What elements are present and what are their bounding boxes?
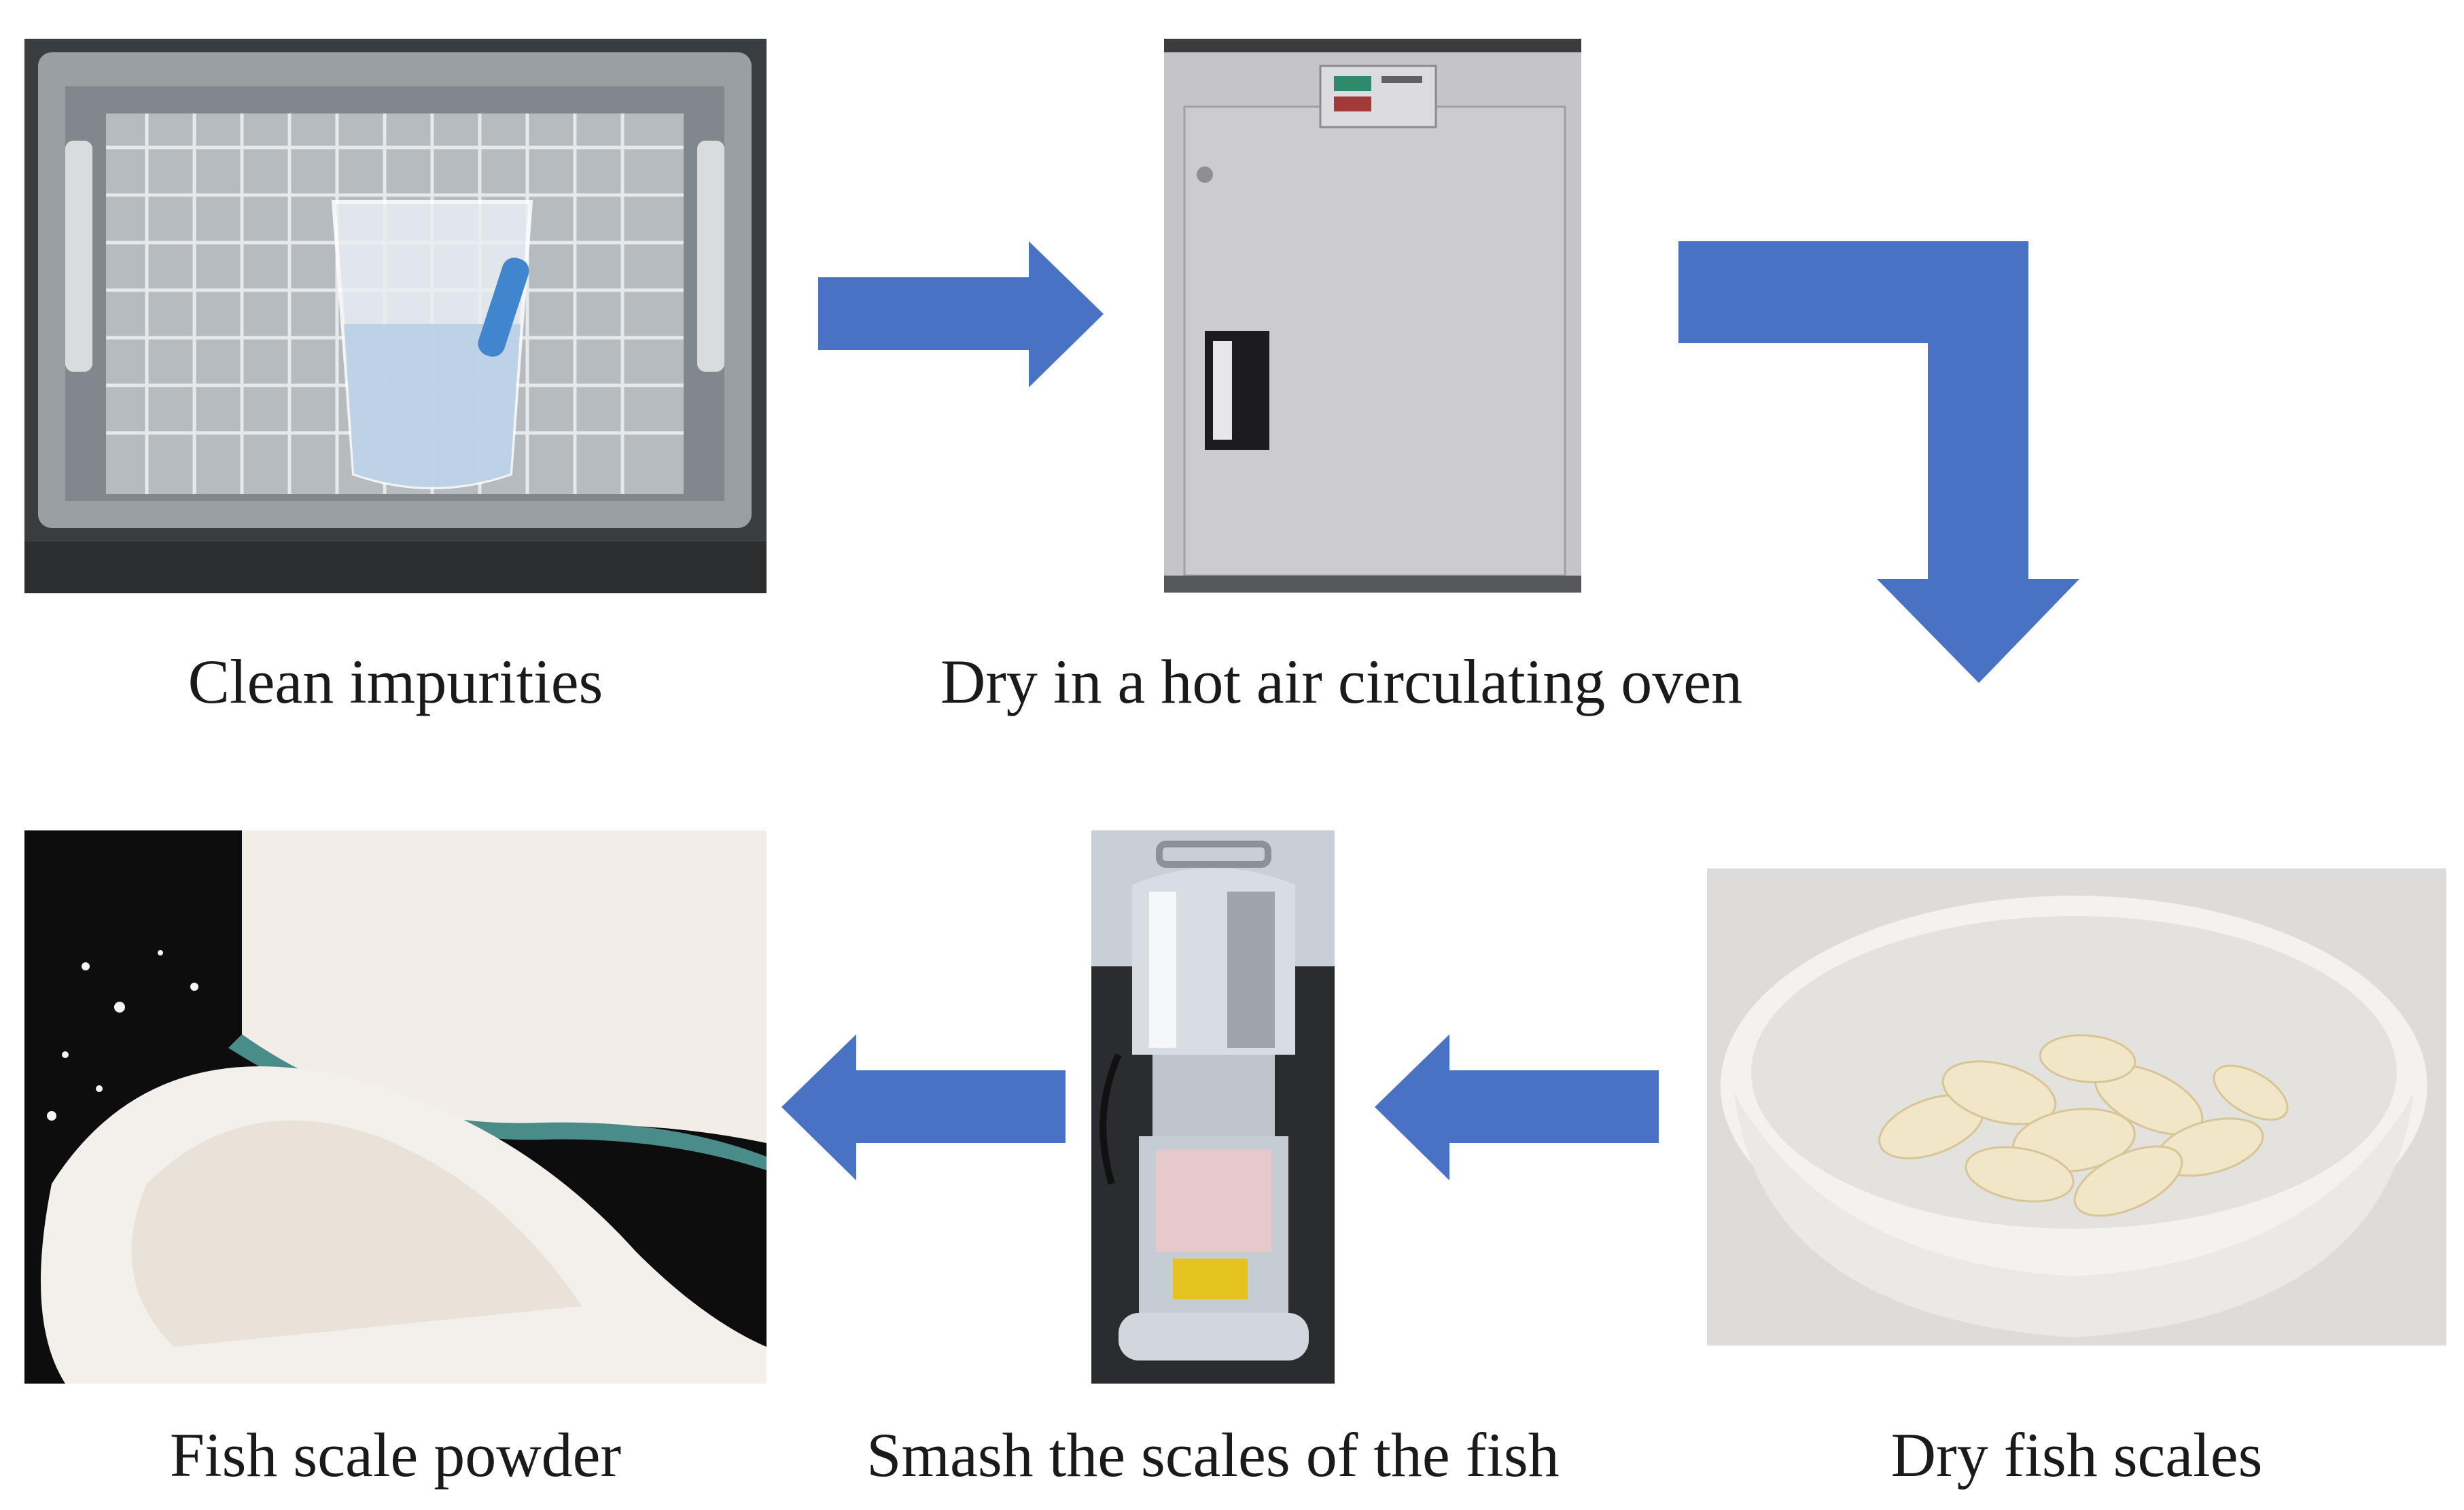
arrow-left-icon (1375, 1034, 1659, 1180)
dry-fish-scales-photo (1707, 868, 2446, 1346)
ultrasonic-cleaner-photo (24, 39, 767, 593)
step-label: Dry fish scales (1890, 1420, 2263, 1490)
arrow-left-icon (781, 1034, 1066, 1180)
step-label: Smash the scales of the fish (866, 1420, 1560, 1490)
hot-air-oven-photo (1164, 39, 1581, 593)
arrow-elbow-down-icon (1678, 241, 2079, 683)
grinder-photo (1091, 830, 1335, 1384)
step-label: Clean impurities (188, 647, 603, 716)
step-label: Dry in a hot air circulating oven (940, 647, 1743, 716)
fish-scale-powder-photo (24, 830, 767, 1384)
arrow-right-icon (818, 241, 1104, 387)
step-label: Fish scale powder (169, 1420, 622, 1490)
